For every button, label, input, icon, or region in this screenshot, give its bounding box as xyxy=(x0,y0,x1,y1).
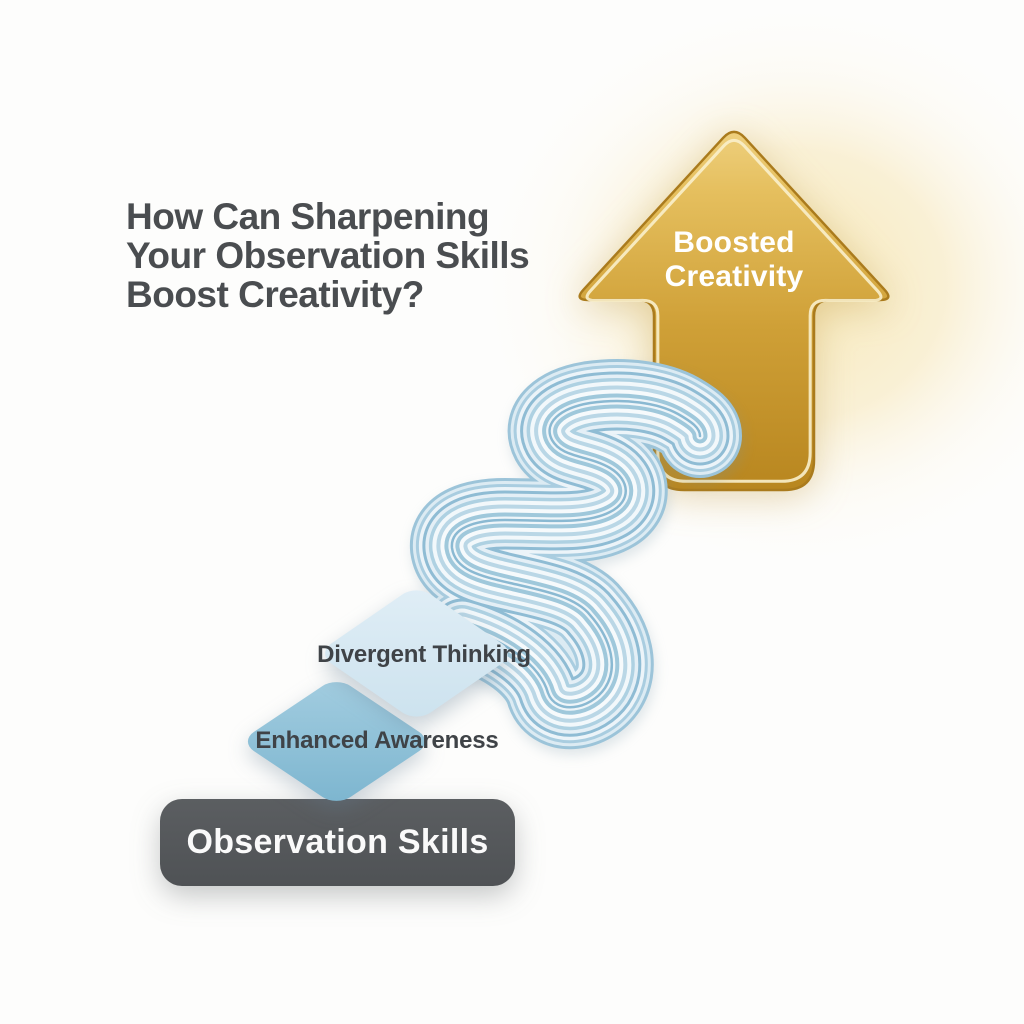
node-boosted-creativity-label: Boosted Creativity xyxy=(604,226,864,294)
node-divergent-thinking-label: Divergent Thinking xyxy=(317,641,531,668)
node-observation-skills: Observation Skills xyxy=(160,799,515,886)
headline-line-3: Boost Creativity? xyxy=(126,274,424,315)
headline-line-1: How Can Sharpening xyxy=(126,196,490,237)
arrow-label-line-2: Creativity xyxy=(664,260,804,293)
headline-line-2: Your Observation Skills xyxy=(126,235,530,276)
arrow-label-line-1: Boosted xyxy=(673,226,795,259)
headline: How Can Sharpening Your Observation Skil… xyxy=(126,197,616,314)
node-observation-skills-label: Observation Skills xyxy=(186,823,489,861)
node-enhanced-awareness-label: Enhanced Awareness xyxy=(255,727,499,754)
